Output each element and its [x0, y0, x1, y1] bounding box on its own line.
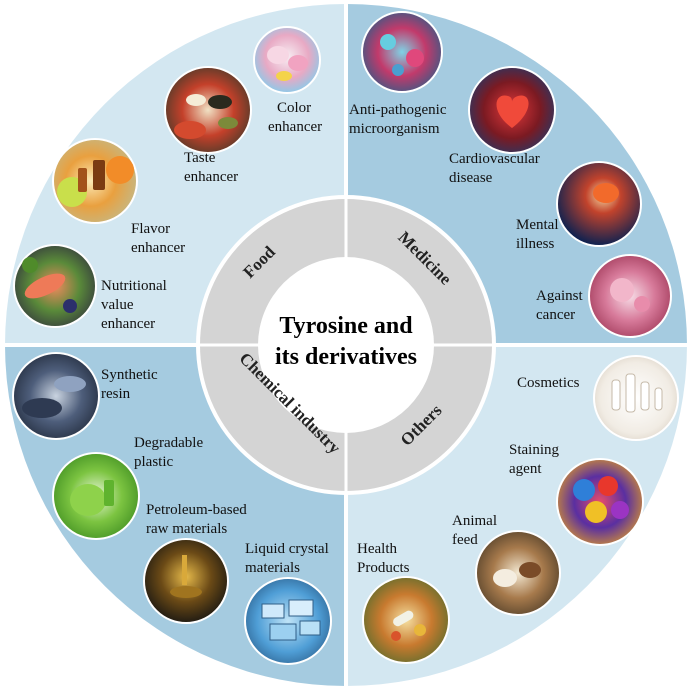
label-line: Liquid crystal — [245, 541, 329, 557]
heart-icon — [468, 66, 556, 154]
label-cardiovascular: Cardiovascular disease — [449, 151, 540, 186]
label-line: microorganism — [349, 121, 440, 137]
label-mental-illness: Mental illness — [516, 217, 559, 252]
label-line: materials — [245, 560, 300, 576]
label-flavor-enhancer: Flavor enhancer — [131, 221, 185, 256]
label-anti-pathogenic: Anti-pathogenic microorganism — [349, 102, 447, 137]
label-staining-agent: Staining agent — [509, 442, 560, 477]
label-line: enhancer — [131, 240, 185, 256]
label-line: Cosmetics — [517, 375, 580, 391]
label-line: Petroleum-based — [146, 502, 247, 518]
cancer-cell-icon — [588, 254, 672, 338]
label-nutritional-value-enhancer: Nutritional value enhancer — [101, 278, 167, 332]
center-core — [258, 257, 434, 433]
healthy-food-icon — [13, 244, 97, 328]
label-line: Synthetic — [101, 367, 158, 383]
label-line: enhancer — [184, 169, 238, 185]
label-liquid-crystal-materials: Liquid crystal materials — [245, 541, 329, 576]
label-line: Products — [357, 560, 410, 576]
label-line: raw materials — [146, 521, 227, 537]
label-line: resin — [101, 386, 131, 402]
label-line: value — [101, 297, 134, 313]
label-line: enhancer — [268, 119, 322, 135]
label-line: Anti-pathogenic — [349, 102, 447, 118]
label-line: Degradable — [134, 435, 203, 451]
dye-jars-icon — [556, 458, 644, 546]
spice-bowls-icon — [164, 66, 252, 154]
brain-icon — [556, 161, 642, 247]
label-line: Against — [536, 288, 583, 304]
label-animal-feed: Animal feed — [452, 513, 497, 548]
label-line: cancer — [536, 307, 575, 323]
citrus-bottles-icon — [52, 138, 138, 224]
pills-icon — [362, 576, 450, 664]
label-line: Color — [277, 100, 311, 116]
oil-pour-icon — [143, 538, 229, 624]
label-line: Flavor — [131, 221, 170, 237]
microorganism-icon — [361, 11, 443, 93]
label-line: agent — [509, 461, 542, 477]
label-against-cancer: Against cancer — [536, 288, 583, 323]
resin-granules-icon — [12, 352, 100, 440]
label-line: Health — [357, 541, 397, 557]
label-line: Cardiovascular — [449, 151, 540, 167]
label-petroleum-raw-materials: Petroleum-based raw materials — [146, 502, 247, 537]
label-line: Staining — [509, 442, 560, 458]
label-line: feed — [452, 532, 478, 548]
plastic-tableware-icon — [52, 452, 140, 540]
inner-ring — [196, 195, 496, 495]
center-title-line1: Tyrosine and — [279, 313, 413, 339]
label-line: plastic — [134, 454, 173, 470]
center-title-line2: its derivatives — [275, 344, 417, 370]
label-degradable-plastic: Degradable plastic — [134, 435, 203, 470]
cosmetic-bottles-icon — [593, 355, 679, 441]
cattle-feed-icon — [475, 530, 561, 616]
label-line: Mental — [516, 217, 559, 233]
label-taste-enhancer: Taste enhancer — [184, 150, 238, 185]
label-line: Animal — [452, 513, 497, 529]
label-line: enhancer — [101, 316, 155, 332]
label-cosmetics: Cosmetics — [517, 375, 580, 391]
label-line: Taste — [184, 150, 216, 166]
ice-cream-icon — [253, 26, 321, 94]
lcd-screens-icon — [244, 577, 332, 665]
label-color-enhancer: Color enhancer — [268, 100, 322, 135]
label-line: Nutritional — [101, 278, 167, 294]
label-line: disease — [449, 170, 493, 186]
label-line: illness — [516, 236, 554, 252]
label-synthetic-resin: Synthetic resin — [101, 367, 158, 402]
